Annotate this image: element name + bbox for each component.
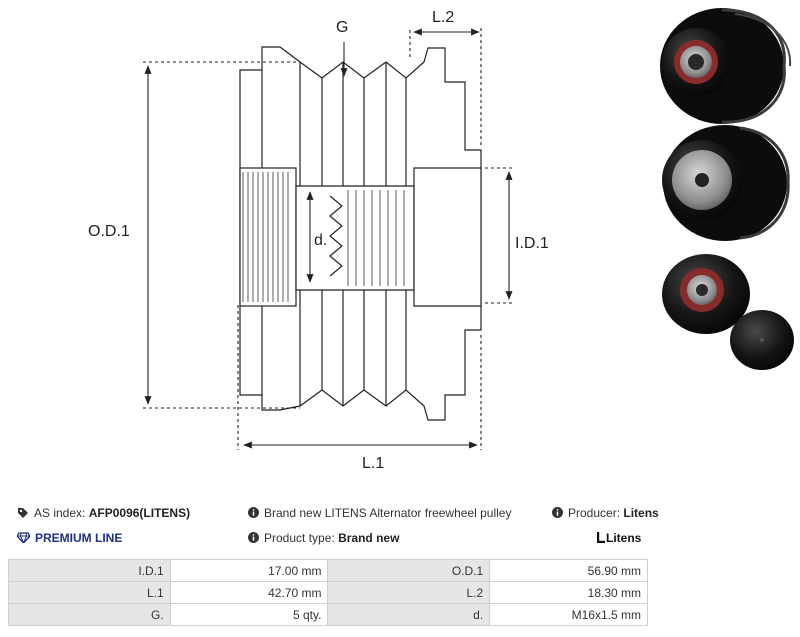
spec-label: L.1 [8,581,171,604]
info-icon [248,532,259,544]
pulley-technical-drawing: G L.2 O.D.1 d. I.D.1 L.1 [88,8,794,472]
premium-line-badge: PREMIUM LINE [17,528,122,548]
producer-value: Litens [623,506,659,520]
spec-label: O.D.1 [327,559,491,582]
product-type: Product type: Brand new [248,528,399,548]
litens-logo-mark [597,532,605,544]
product-photo-side [662,254,794,370]
spec-label: L.2 [327,581,491,604]
table-row: G. 5 qty. d. M16x1.5 mm [8,603,648,626]
product-photo-back [662,125,790,241]
info-icon [248,507,259,519]
label-od1: O.D.1 [88,223,130,240]
label-g: G [336,19,348,36]
spec-value: 18.30 mm [489,581,648,604]
spec-value: 56.90 mm [489,559,648,582]
litens-logo-text: Litens [606,531,642,545]
product-info-row-2: PREMIUM LINE Product type: Brand new Lit… [0,528,800,548]
table-row: L.1 42.70 mm L.2 18.30 mm [8,581,648,604]
product-type-value: Brand new [338,531,400,545]
label-id1: I.D.1 [515,235,549,252]
spec-value: 17.00 mm [169,559,329,582]
as-index-value: AFP0096(LITENS) [88,506,191,520]
specifications-table: I.D.1 17.00 mm O.D.1 56.90 mm L.1 42.70 … [8,559,648,626]
pulley-outline [239,46,482,421]
spec-value: 42.70 mm [169,581,329,604]
litens-logo: Litens [597,528,641,548]
spline-hatching [242,172,405,302]
premium-line-text: PREMIUM LINE [35,531,123,545]
info-icon [552,507,563,519]
product-type-label: Product type: [264,531,335,545]
dimension-lines [143,28,515,450]
spec-label: d. [327,603,491,626]
producer: Producer: Litens [552,503,659,523]
product-description: Brand new LITENS Alternator freewheel pu… [248,503,511,523]
label-l1: L.1 [362,455,384,472]
label-d: d. [314,232,327,249]
product-photo-front [660,8,792,124]
tag-icon [18,507,28,518]
product-info-row-1: AS index: AFP0096(LITENS) Brand new LITE… [0,503,800,523]
as-index: AS index: AFP0096(LITENS) [17,503,190,523]
diamond-icon [17,532,30,544]
description-text: Brand new LITENS Alternator freewheel pu… [264,506,512,520]
producer-label: Producer: [568,506,621,520]
table-row: I.D.1 17.00 mm O.D.1 56.90 mm [8,559,648,582]
spec-label: I.D.1 [8,559,171,582]
spec-value: M16x1.5 mm [489,603,648,626]
label-l2: L.2 [432,9,454,26]
spec-label: G. [8,603,171,626]
as-index-label: AS index: [34,506,86,520]
spec-value: 5 qty. [169,603,329,626]
